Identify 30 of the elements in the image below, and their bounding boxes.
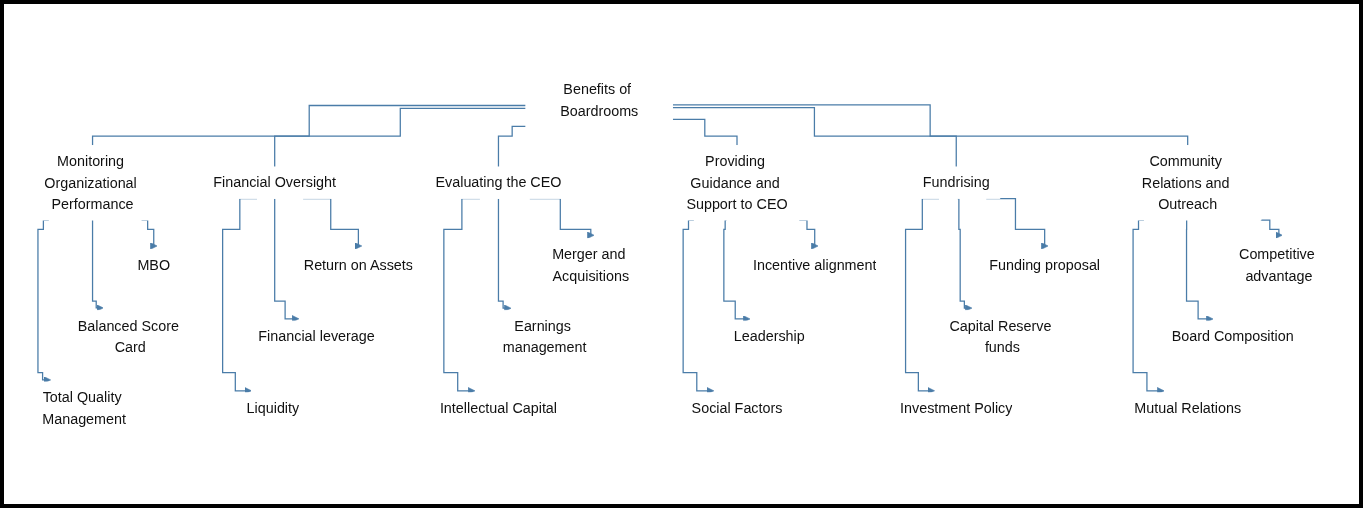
node-text: Providing Guidance and Support to CEO bbox=[686, 152, 788, 212]
node-text: Leadership bbox=[733, 328, 805, 345]
node-text: Total Quality Management bbox=[42, 389, 126, 427]
node-text: Return on Assets bbox=[303, 256, 413, 273]
connector bbox=[497, 125, 527, 168]
node-text: Competitive advantage bbox=[1239, 245, 1315, 284]
node-text: Incentive alignment bbox=[752, 256, 877, 273]
node-text: Community Relations and Outreach bbox=[1141, 152, 1230, 212]
connector bbox=[671, 106, 957, 168]
node-text: Balanced Score Card bbox=[77, 317, 179, 355]
node-text: Liquidity bbox=[246, 399, 300, 416]
connector bbox=[274, 107, 527, 168]
node-text: Benefits of Boardrooms bbox=[560, 80, 639, 119]
node-text: Funding proposal bbox=[989, 256, 1101, 273]
connector bbox=[671, 103, 1189, 146]
node-text: Financial Oversight bbox=[213, 174, 337, 191]
node-text: Intellectual Capital bbox=[439, 399, 558, 416]
node-text: Capital Reserve funds bbox=[949, 317, 1052, 355]
connector bbox=[91, 104, 527, 146]
node-text: Board Composition bbox=[1171, 328, 1294, 345]
node-text: Monitoring Organizational Performance bbox=[44, 152, 137, 212]
node-text: Investment Policy bbox=[900, 399, 1013, 416]
node-text: Social Factors bbox=[691, 399, 783, 416]
node-text: Merger and Acquisitions bbox=[552, 245, 630, 284]
node-text: Financial leverage bbox=[258, 328, 375, 345]
node-text: MBO bbox=[137, 256, 171, 273]
node-text: Earnings management bbox=[502, 317, 587, 355]
node-text: Mutual Relations bbox=[1134, 399, 1242, 416]
arrow bbox=[1260, 219, 1283, 239]
connector bbox=[671, 118, 738, 146]
